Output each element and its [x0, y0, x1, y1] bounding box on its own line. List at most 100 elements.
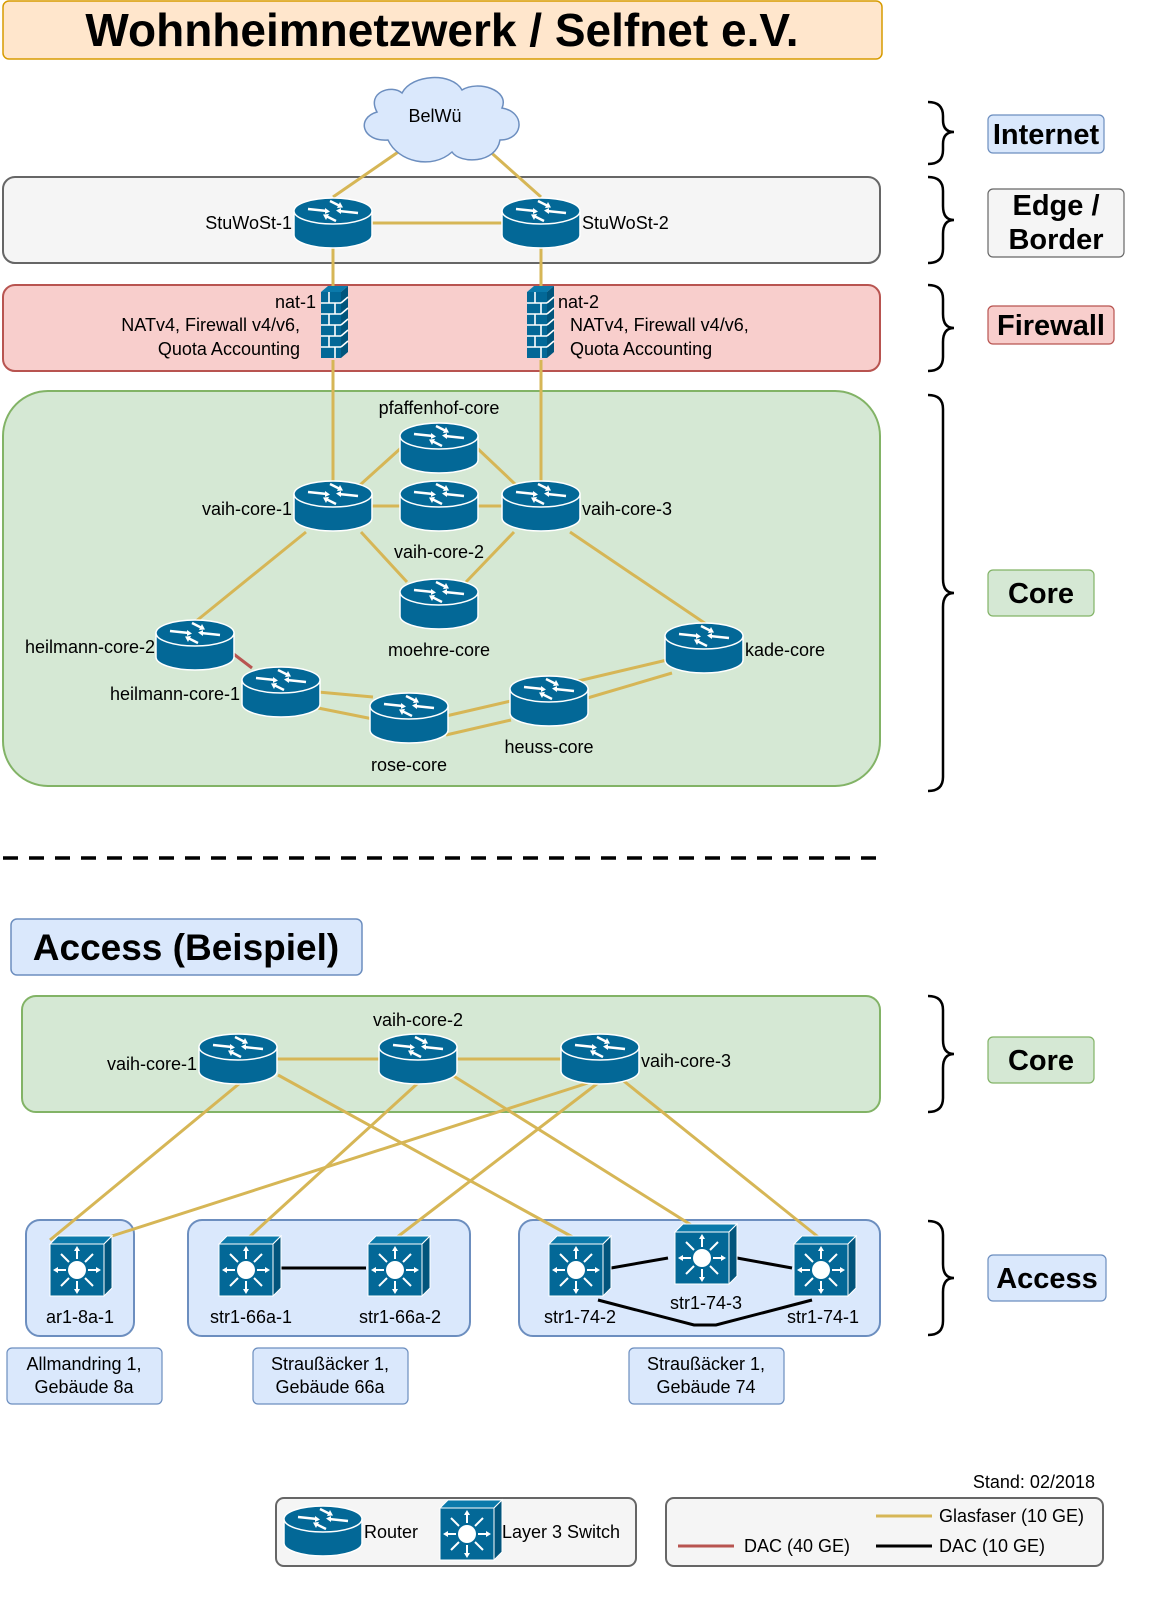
layer-edge-box — [987, 188, 1125, 258]
link-vaih2-str743 — [451, 1073, 697, 1230]
link-pfaffenhof-vaih3 — [475, 446, 518, 487]
access-vaih-core-2-router-icon — [377, 1032, 459, 1086]
layer-firewall-box — [987, 305, 1115, 345]
heilmann-core-2-label: heilmann-core-2 — [25, 637, 155, 657]
link-str743-str741 — [736, 1256, 793, 1270]
rose-core-router-icon — [368, 691, 450, 745]
building-74-box — [628, 1347, 785, 1405]
stuwost-2-label: StuWoSt-2 — [582, 213, 669, 233]
legend-links-box — [665, 1497, 1104, 1567]
building-74-line2: Gebäude 74 — [656, 1377, 755, 1397]
edge-border-zone — [2, 176, 881, 264]
str1-74-2-switch-icon — [548, 1235, 612, 1297]
link-belwue-stuwost2 — [485, 146, 542, 199]
link-vaih1-moehre — [359, 530, 409, 584]
layer-core-lower-box — [987, 1036, 1095, 1084]
nat-1-description-line1: NATv4, Firewall v4/v6, — [121, 315, 300, 335]
link-vaih1-ar1 — [49, 1081, 241, 1242]
link-belwue-stuwost1 — [332, 146, 405, 199]
moehre-core-label: moehre-core — [388, 640, 490, 660]
str1-66a-1-switch-icon — [218, 1235, 282, 1297]
nat-2-description-line2: Quota Accounting — [570, 339, 712, 359]
str1-74-1-switch-icon — [793, 1235, 857, 1297]
vaih-core-2-label: vaih-core-2 — [394, 542, 484, 562]
nat-2-description-line1: NATv4, Firewall v4/v6, — [570, 315, 749, 335]
heuss-core-label: heuss-core — [504, 737, 593, 757]
vaih-core-2-router-icon — [398, 479, 480, 533]
building-66a-line1: Straußäcker 1, — [271, 1354, 389, 1374]
vaih-core-1-router-icon — [292, 479, 374, 533]
layer-core-lower-label: Core — [1008, 1045, 1074, 1077]
building-66a-box — [252, 1347, 409, 1405]
moehre-core-router-icon — [398, 577, 480, 631]
upper-fiber-links — [194, 146, 707, 737]
nat-1-description-line2: Quota Accounting — [158, 339, 300, 359]
heuss-core-router-icon — [508, 674, 590, 728]
access-vaih-core-3-router-icon — [559, 1032, 641, 1086]
core-brace — [927, 393, 955, 793]
link-vaih2-str66a1 — [244, 1081, 420, 1242]
building-66a-line2: Gebäude 66a — [275, 1377, 385, 1397]
access-heading-box — [10, 918, 363, 976]
link-vaih1-heilmann2 — [194, 530, 307, 624]
str1-66a-2-label: str1-66a-2 — [359, 1307, 441, 1327]
rose-core-label: rose-core — [371, 755, 447, 775]
legend-dac10-label: DAC (10 GE) — [939, 1536, 1045, 1556]
belwue-label: BelWü — [408, 106, 461, 126]
kade-core-router-icon — [663, 621, 745, 675]
str1-74-3-label: str1-74-3 — [670, 1293, 742, 1313]
vaih-core-3-router-icon — [500, 479, 582, 533]
pfaffenhof-core-router-icon — [398, 421, 480, 475]
stuwost-1-router-icon — [292, 196, 374, 250]
link-heilmann1-rose-a — [317, 690, 374, 699]
str1-74-2-label: str1-74-2 — [544, 1307, 616, 1327]
link-heuss-kade-b — [583, 671, 673, 701]
link-rose-heuss-a — [445, 699, 512, 718]
page-title: Wohnheimnetzwerk / Selfnet e.V. — [85, 4, 798, 56]
access-dac-links — [281, 1256, 813, 1327]
link-heuss-kade-a — [577, 658, 668, 683]
link-heilmann1-rose-b — [317, 706, 374, 721]
link-vaih3-str741 — [619, 1076, 823, 1242]
link-vaih3-kade — [569, 530, 707, 626]
layer-internet-box — [987, 114, 1105, 154]
access-vaih-core-3-label: vaih-core-3 — [641, 1051, 731, 1071]
core-lower-brace — [927, 994, 955, 1114]
legend-dac40-label: DAC (40 GE) — [744, 1536, 850, 1556]
layer-core-box — [987, 569, 1095, 617]
link-vaih3-ar1 — [111, 1081, 589, 1238]
layer-edge-label-line2: Border — [1008, 224, 1103, 256]
legend-router-label: Router — [364, 1522, 418, 1542]
ar1-8a-1-label: ar1-8a-1 — [46, 1307, 114, 1327]
access-vaih-core-2-label: vaih-core-2 — [373, 1010, 463, 1030]
heilmann-core-1-router-icon — [240, 665, 322, 719]
str1-74-1-label: str1-74-1 — [787, 1307, 859, 1327]
nat-2-name: nat-2 — [558, 292, 599, 312]
link-rose-heuss-b — [445, 718, 512, 737]
internet-brace — [927, 100, 955, 166]
legend-router-icon — [282, 1504, 364, 1558]
nat-1-name: nat-1 — [275, 292, 316, 312]
access-brace — [927, 1219, 955, 1337]
nat-2-firewall-icon — [526, 285, 555, 359]
edge-brace — [927, 175, 955, 265]
legend-switch-icon — [439, 1499, 503, 1561]
pfaffenhof-core-label: pfaffenhof-core — [379, 398, 500, 418]
firewall-zone — [2, 284, 881, 372]
access-vaih-core-1-router-icon — [197, 1032, 279, 1086]
link-vaih3-moehre — [464, 530, 516, 584]
link-str742-str743 — [610, 1256, 669, 1270]
link-vaih3-str66a2 — [395, 1081, 599, 1240]
heilmann-core-2-router-icon — [154, 618, 236, 672]
legend-switch-label: Layer 3 Switch — [502, 1522, 620, 1542]
kade-core-label: kade-core — [745, 640, 825, 660]
vaih-core-1-label: vaih-core-1 — [202, 499, 292, 519]
building-8a-line1: Allmandring 1, — [26, 1354, 141, 1374]
vaih-core-3-label: vaih-core-3 — [582, 499, 672, 519]
layer-access-box — [987, 1254, 1107, 1302]
layer-firewall-label: Firewall — [997, 310, 1105, 342]
access-fiber-links — [49, 1057, 823, 1242]
stuwost-2-router-icon — [500, 196, 582, 250]
